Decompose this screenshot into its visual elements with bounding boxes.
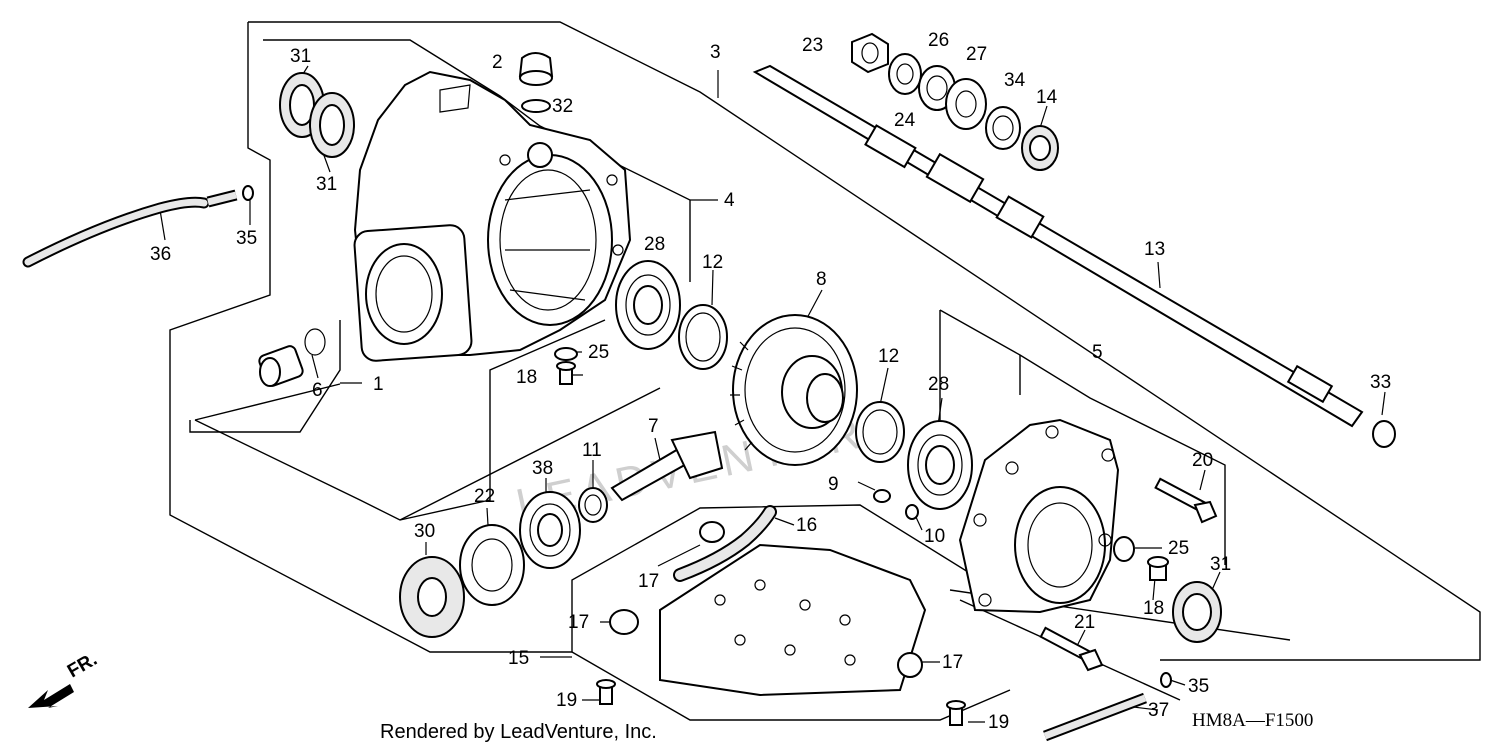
skid-plate xyxy=(659,543,927,697)
bolt-20 xyxy=(1154,477,1218,524)
callout-31-top: 31 xyxy=(290,46,311,67)
needle-bearing xyxy=(258,345,304,387)
callout-10: 10 xyxy=(924,526,945,547)
breather-plug xyxy=(518,52,554,86)
oil-seals-31-left xyxy=(279,72,355,158)
bearing-38 xyxy=(519,491,581,569)
bearing-34 xyxy=(985,106,1021,150)
oil-seal-30 xyxy=(399,556,465,638)
callout-33: 33 xyxy=(1370,372,1391,393)
callout-5: 5 xyxy=(1092,342,1103,363)
shim-12-upper xyxy=(678,304,728,370)
callout-17-a: 17 xyxy=(638,571,659,592)
callout-18-left: 18 xyxy=(516,367,537,388)
callout-14: 14 xyxy=(1036,87,1058,108)
dowel-pin-9 xyxy=(873,489,891,503)
callout-2: 2 xyxy=(492,52,503,73)
callout-37: 37 xyxy=(1148,700,1169,721)
callout-9: 9 xyxy=(828,474,839,495)
callout-13: 13 xyxy=(1144,239,1165,260)
callout-18-right: 18 xyxy=(1143,598,1164,619)
callout-19-left: 19 xyxy=(556,690,577,711)
hose-clip-35-right xyxy=(1160,672,1172,688)
bolt-18-left xyxy=(556,361,576,385)
callout-28-lower: 28 xyxy=(928,374,949,395)
bearing-holder-22 xyxy=(459,524,525,606)
bearing-28-upper xyxy=(615,260,681,350)
castle-nut-23 xyxy=(851,32,889,74)
bolt-19-left xyxy=(596,679,616,705)
shim-12-lower xyxy=(855,401,905,463)
callout-1: 1 xyxy=(373,374,384,395)
circlip-6 xyxy=(304,328,326,356)
figure-code: HM8A—F1500 xyxy=(1192,710,1313,731)
callout-28-upper: 28 xyxy=(644,234,665,255)
bolt-19-right xyxy=(946,700,966,726)
bolt-21 xyxy=(1039,626,1104,672)
bearing-28-lower xyxy=(907,420,973,510)
hose-clip-35-left xyxy=(242,185,254,201)
callout-17-b: 17 xyxy=(568,612,589,633)
ring-gear xyxy=(730,314,858,466)
sealing-washer-32 xyxy=(521,99,551,113)
callout-7: 7 xyxy=(648,416,659,437)
callout-11: 11 xyxy=(582,440,602,461)
callout-17-c: 17 xyxy=(942,652,963,673)
callout-32: 32 xyxy=(552,96,573,117)
callout-22: 22 xyxy=(474,486,495,507)
callout-30: 30 xyxy=(414,521,435,542)
axle-shaft xyxy=(752,64,1364,428)
callout-15: 15 xyxy=(508,648,529,669)
circlip-33 xyxy=(1372,420,1396,448)
callout-31-middle: 31 xyxy=(316,174,337,195)
callout-36: 36 xyxy=(150,244,171,265)
rubber-17-b xyxy=(609,609,639,635)
gear-case-cover xyxy=(958,418,1120,614)
rubber-17-a xyxy=(699,521,725,543)
callout-35-left: 35 xyxy=(236,228,257,249)
callout-21: 21 xyxy=(1074,612,1095,633)
callout-8: 8 xyxy=(816,269,827,290)
credit-text: Rendered by LeadVenture, Inc. xyxy=(380,721,657,743)
washer-25-right xyxy=(1113,536,1135,562)
oil-seal-14 xyxy=(1021,125,1059,171)
callout-6: 6 xyxy=(312,380,323,401)
callout-31-right: 31 xyxy=(1210,554,1231,575)
callout-12-lower: 12 xyxy=(878,346,899,367)
breather-hose xyxy=(22,189,238,268)
callout-19-right: 19 xyxy=(988,712,1009,733)
callout-25-left: 25 xyxy=(588,342,609,363)
callout-20: 20 xyxy=(1192,450,1213,471)
callout-25-right: 25 xyxy=(1168,538,1189,559)
direction-label: FR. xyxy=(64,649,101,682)
callout-3: 3 xyxy=(710,42,721,63)
callout-23: 23 xyxy=(802,35,823,56)
pinion-gear xyxy=(610,430,724,502)
callout-labels: 1 2 3 4 5 6 7 8 9 10 11 12 12 13 14 15 1… xyxy=(150,30,1391,733)
callout-12-upper: 12 xyxy=(702,252,723,273)
shim-11 xyxy=(578,487,608,523)
callout-34: 34 xyxy=(1004,70,1026,91)
nut-24 xyxy=(888,53,922,95)
leader-lines xyxy=(159,61,1386,723)
rubber-17-c xyxy=(897,652,923,678)
breather-tube-37 xyxy=(1043,692,1147,742)
gear-case-housing xyxy=(353,70,632,362)
callout-27: 27 xyxy=(966,44,987,65)
washer-27 xyxy=(945,78,987,130)
callout-16: 16 xyxy=(796,515,817,536)
bolt-18-right xyxy=(1147,556,1169,581)
callout-35-right: 35 xyxy=(1188,676,1209,697)
washer-25-left xyxy=(554,347,578,361)
callout-24: 24 xyxy=(894,110,916,131)
o-ring-10 xyxy=(905,504,919,520)
front-direction-arrow xyxy=(28,684,74,708)
oil-seal-31-right xyxy=(1172,581,1222,643)
callout-26: 26 xyxy=(928,30,949,51)
callout-38: 38 xyxy=(532,458,553,479)
callout-4: 4 xyxy=(724,190,735,211)
